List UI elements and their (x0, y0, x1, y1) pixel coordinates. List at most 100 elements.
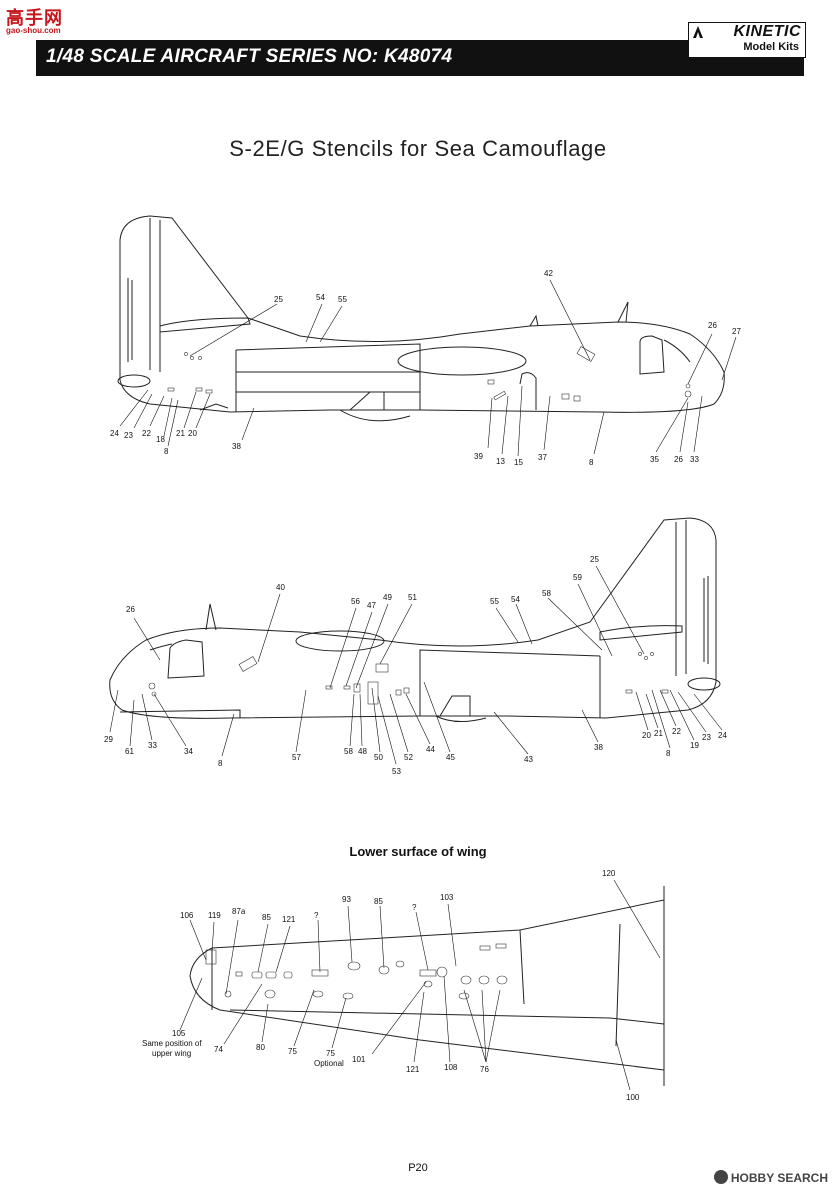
callout: 38 (232, 442, 241, 451)
callout: 26 (708, 321, 717, 330)
callout: 8 (666, 749, 671, 758)
callout: 76 (480, 1065, 489, 1074)
callout: ? (314, 911, 319, 920)
callout: 42 (544, 269, 553, 278)
callout: 51 (408, 593, 417, 602)
series-title: 1/48 SCALE AIRCRAFT SERIES NO: K48074 (46, 46, 453, 67)
callout: 8 (218, 759, 223, 768)
callout: 50 (374, 753, 383, 762)
brand-subtitle: Model Kits (743, 41, 799, 53)
side-view-right-profile: 40 26 56 47 49 51 55 54 58 59 25 29 61 3… (104, 517, 727, 776)
callout: 80 (256, 1043, 265, 1052)
callout: 55 (338, 295, 347, 304)
callout: 101 (352, 1055, 366, 1064)
callout: 108 (444, 1063, 458, 1072)
callout: 54 (511, 595, 520, 604)
wing-callouts: 120 106 119 87a 85 121 ? 93 85 ? 103 105… (142, 869, 640, 1102)
callout: 22 (142, 429, 151, 438)
hobby-search-logo-icon (713, 1170, 728, 1184)
callout: ? (412, 903, 417, 912)
callout: 24 (718, 731, 727, 740)
corner-watermark: HOBBY SEARCH (713, 1170, 828, 1185)
page-number: P20 (408, 1162, 428, 1174)
brand-logo: KINETIC Model Kits (688, 22, 806, 58)
callout: 52 (404, 753, 413, 762)
callout: 93 (342, 895, 351, 904)
callouts-2: 40 26 56 47 49 51 55 54 58 59 25 29 61 3… (104, 555, 727, 776)
callout: 75 (288, 1047, 297, 1056)
callout: 20 (642, 731, 651, 740)
callout: 45 (446, 753, 455, 762)
callout: 57 (292, 753, 301, 762)
callout: 49 (383, 593, 392, 602)
callout: 15 (514, 458, 523, 467)
callout: 23 (702, 733, 711, 742)
callout: 56 (351, 597, 360, 606)
callout: 54 (316, 293, 325, 302)
callout: 24 (110, 429, 119, 438)
callouts-1: 25 54 55 42 26 27 24 23 22 18 8 21 20 38… (110, 269, 741, 467)
callout: 38 (594, 743, 603, 752)
callout: 37 (538, 453, 547, 462)
site-watermark-logo: 高手网 gao-shou.com (6, 4, 72, 38)
stencil-marks-2 (148, 652, 669, 705)
callout: 47 (367, 601, 376, 610)
callout: 103 (440, 893, 454, 902)
wing-leader-lines (179, 879, 661, 1091)
callout: 25 (590, 555, 599, 564)
callout: 59 (573, 573, 582, 582)
callout: 53 (392, 767, 401, 776)
callout: 34 (184, 747, 193, 756)
wing-stencil-marks (205, 943, 508, 1000)
callout: 39 (474, 452, 483, 461)
callout: 26 (674, 455, 683, 464)
callout: 121 (282, 915, 296, 924)
callout: 26 (126, 605, 135, 614)
leader-lines-1 (119, 279, 737, 457)
brand-arrow-icon (693, 26, 703, 38)
stencil-marks-1 (167, 346, 692, 402)
callout: 106 (180, 911, 194, 920)
callout: 74 (214, 1045, 223, 1054)
wing-outline (189, 886, 665, 1086)
brand-name: KINETIC (733, 23, 801, 40)
watermark-cn: 高手网 (6, 8, 63, 29)
callout: 18 (156, 435, 165, 444)
callout: 120 (602, 869, 616, 878)
callout: 100 (626, 1093, 640, 1102)
callout: 8 (164, 447, 169, 456)
leader-lines-2 (109, 565, 723, 765)
wing-section-title: Lower surface of wing (349, 844, 487, 859)
callout: Same position of (142, 1039, 202, 1048)
aircraft-outline-2 (109, 517, 721, 722)
callout: 119 (208, 911, 221, 920)
watermark-url: gao-shou.com (6, 26, 61, 35)
series-header-bar: 1/48 SCALE AIRCRAFT SERIES NO: K48074 (36, 40, 804, 76)
callout: 33 (690, 455, 699, 464)
callout: Optional (314, 1059, 344, 1068)
callout: 58 (542, 589, 551, 598)
callout: 43 (524, 755, 533, 764)
callout: 21 (654, 729, 663, 738)
callout: 27 (732, 327, 741, 336)
callout: 29 (104, 735, 113, 744)
callout: 58 (344, 747, 353, 756)
corner-watermark-text: HOBBY SEARCH (730, 1171, 828, 1185)
callout: 85 (262, 913, 271, 922)
callout: 105 (172, 1029, 186, 1038)
aircraft-outline-1 (117, 215, 725, 422)
callout: 19 (690, 741, 699, 750)
callout: 22 (672, 727, 681, 736)
callout: 25 (274, 295, 283, 304)
callout: 121 (406, 1065, 420, 1074)
callout: 35 (650, 455, 659, 464)
side-view-left-profile: 25 54 55 42 26 27 24 23 22 18 8 21 20 38… (110, 215, 741, 467)
callout: upper wing (152, 1049, 191, 1058)
callout: 23 (124, 431, 133, 440)
callout: 40 (276, 583, 285, 592)
lower-wing-view: 120 106 119 87a 85 121 ? 93 85 ? 103 105… (142, 869, 665, 1102)
page-title: S-2E/G Stencils for Sea Camouflage (229, 136, 607, 161)
callout: 8 (589, 458, 594, 467)
callout: 13 (496, 457, 505, 466)
callout: 61 (125, 747, 134, 756)
